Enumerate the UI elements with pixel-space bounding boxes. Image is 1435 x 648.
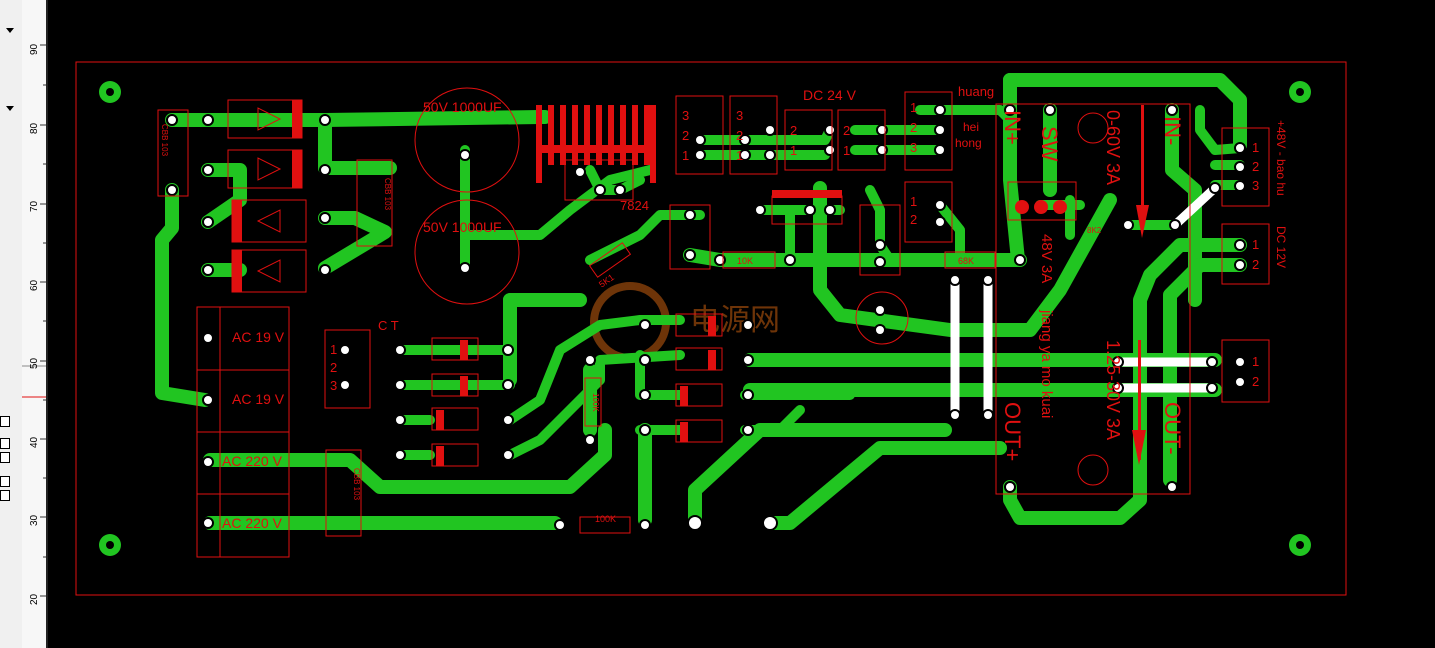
copper-traces — [155, 73, 1247, 530]
svg-text:1: 1 — [682, 148, 689, 163]
collapse-arrow-icon[interactable] — [6, 106, 14, 111]
svg-text:1: 1 — [910, 100, 917, 115]
svg-text:2: 2 — [910, 212, 917, 227]
svg-text:1: 1 — [1252, 354, 1259, 369]
svg-text:3: 3 — [1252, 178, 1259, 193]
ac220a-label: AC 220 V — [222, 453, 283, 469]
svg-text:2: 2 — [1252, 374, 1259, 389]
range-out-label: 1.25-30V 3A — [1103, 340, 1123, 440]
left-tool-panel — [0, 0, 23, 648]
svg-text:2: 2 — [790, 123, 797, 138]
svg-text:2: 2 — [682, 128, 689, 143]
vertical-ruler: 90 80 70 60 50 40 30 20 — [22, 0, 48, 648]
layer-icon[interactable] — [0, 438, 10, 449]
cap1-label: 50V 1000UF — [423, 99, 502, 115]
svg-text:2: 2 — [736, 128, 743, 143]
ruler-label: 40 — [29, 436, 40, 448]
in-minus-label: IN- — [1160, 116, 1185, 145]
layer-icon[interactable] — [0, 416, 10, 427]
module-name-label: jiang ya mo kuai — [1038, 309, 1055, 418]
r68k-label: 68K — [958, 256, 974, 266]
ruler-label: 50 — [29, 357, 40, 369]
svg-text:1: 1 — [910, 194, 917, 209]
pin-numbers: 3 2 1 3 2 1 2 1 2 1 1 2 3 1 2 1 2 3 1 2 1 2 1 2 3 — [330, 100, 1259, 393]
ct-label: C T — [378, 318, 399, 333]
r8k2-label: 8K2 — [1087, 226, 1102, 235]
svg-text:1: 1 — [843, 143, 850, 158]
mid48-label: 48V 3A — [1038, 234, 1055, 283]
cbb103c-label: CBB 103 — [352, 468, 361, 501]
hei-label: hei — [963, 120, 979, 134]
svg-text:1: 1 — [790, 143, 797, 158]
svg-text:1: 1 — [736, 148, 743, 163]
mounting-holes — [99, 81, 1311, 556]
pcb-canvas[interactable]: 电源网 — [48, 0, 1435, 648]
ruler-label: 20 — [29, 593, 40, 605]
hong-label: hong — [955, 136, 982, 150]
range-in-label: 0-60V 3A — [1103, 110, 1123, 185]
sw-label: SW — [1037, 126, 1062, 162]
r100k-v-label: 100K — [591, 393, 600, 412]
ac220b-label: AC 220 V — [222, 515, 283, 531]
ruler-label: 80 — [29, 122, 40, 134]
layer-icon[interactable] — [0, 476, 10, 487]
svg-text:2: 2 — [910, 120, 917, 135]
svg-text:1: 1 — [1252, 237, 1259, 252]
ruler-label: 30 — [29, 514, 40, 526]
in-plus-label: IN+ — [1000, 110, 1025, 145]
ruler-label: 70 — [29, 200, 40, 212]
layer-icon[interactable] — [0, 452, 10, 463]
huang-label: huang — [958, 84, 994, 99]
board-outline — [75, 61, 1347, 596]
ac19a-label: AC 19 V — [232, 329, 285, 345]
out-minus-label: OUT- — [1160, 402, 1185, 455]
ac19b-label: AC 19 V — [232, 391, 285, 407]
watermark-text: 电源网 — [690, 304, 780, 337]
cbb103a-label: CBB 103 — [160, 124, 169, 157]
svg-text:2: 2 — [1252, 257, 1259, 272]
svg-text:1: 1 — [330, 342, 337, 357]
plus48-label: +48V - bao hu — [1274, 120, 1288, 196]
svg-text:3: 3 — [330, 378, 337, 393]
layer-icon[interactable] — [0, 490, 10, 501]
svg-text:3: 3 — [682, 108, 689, 123]
out-plus-label: OUT+ — [1000, 402, 1025, 461]
r10k-label: 10K — [737, 256, 753, 266]
cbb103b-label: CBB 103 — [383, 178, 392, 211]
ruler-label: 60 — [29, 279, 40, 291]
dc12-label: DC 12V — [1274, 226, 1288, 268]
svg-text:2: 2 — [843, 123, 850, 138]
silkscreen — [157, 87, 1270, 558]
svg-text:1: 1 — [1252, 140, 1259, 155]
svg-text:3: 3 — [736, 108, 743, 123]
reg-label: 7824 — [620, 198, 649, 213]
cap2-label: 50V 1000UF — [423, 219, 502, 235]
svg-text:3: 3 — [910, 140, 917, 155]
collapse-arrow-icon[interactable] — [6, 28, 14, 33]
jumper-wires — [950, 183, 1220, 420]
r100k-h-label: 100K — [595, 514, 616, 524]
svg-text:2: 2 — [1252, 159, 1259, 174]
silk-fills — [232, 100, 1149, 466]
ruler-label: 90 — [29, 43, 40, 55]
svg-text:2: 2 — [330, 360, 337, 375]
dc24-label: DC 24 V — [803, 87, 857, 103]
